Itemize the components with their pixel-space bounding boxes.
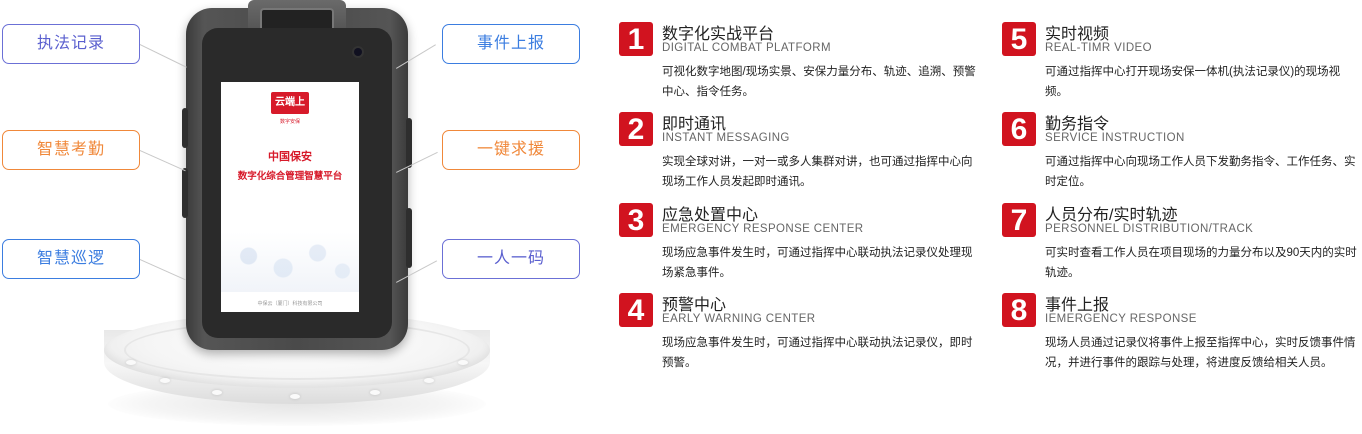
feature-item: 8 事件上报 IEMERGENCY RESPONSE 现场人员通过记录仪将事件上…	[1002, 293, 1362, 377]
connector-line	[139, 150, 186, 172]
feature-item: 1 数字化实战平台 DIGITAL COMBAT PLATFORM 可视化数字地…	[619, 22, 979, 106]
feature-title: 应急处置中心	[662, 207, 759, 224]
feature-title: 事件上报	[1045, 297, 1110, 314]
side-button	[406, 118, 412, 168]
feature-subtitle: SERVICE INSTRUCTION	[1045, 132, 1185, 144]
feature-subtitle: INSTANT MESSAGING	[662, 132, 790, 144]
side-button	[182, 108, 188, 148]
feature-title: 即时通讯	[662, 116, 727, 133]
connector-line	[139, 259, 186, 281]
feature-item: 7 人员分布/实时轨迹 PERSONNEL DISTRIBUTION/TRACK…	[1002, 203, 1362, 287]
pedestal-light	[290, 394, 300, 399]
feature-subtitle: DIGITAL COMBAT PLATFORM	[662, 42, 831, 54]
feature-item: 3 应急处置中心 EMERGENCY RESPONSE CENTER 现场应急事…	[619, 203, 979, 287]
pedestal-light	[126, 360, 136, 365]
tag-smart-attendance[interactable]: 智慧考勤	[2, 130, 140, 170]
feature-number: 5	[1002, 22, 1036, 56]
pedestal-light	[424, 378, 434, 383]
feature-description: 现场应急事件发生时，可通过指挥中心联动执法记录仪处理现场紧急事件。	[662, 247, 973, 279]
feature-subtitle: REAL-TIMR VIDEO	[1045, 42, 1152, 54]
screen-subtitle: 数字化综合管理智慧平台	[237, 171, 343, 182]
connector-line	[139, 44, 187, 68]
feature-description: 可通过指挥中心向现场工作人员下发勤务指令、工作任务、实时定位。	[1045, 156, 1356, 188]
tag-one-person-one-code[interactable]: 一人一码	[442, 239, 580, 279]
feature-item: 2 即时通讯 INSTANT MESSAGING 实现全球对讲，一对一或多人集群…	[619, 112, 979, 196]
side-button	[182, 168, 188, 218]
feature-title: 人员分布/实时轨迹	[1045, 207, 1178, 224]
feature-title: 实时视频	[1045, 26, 1110, 43]
feature-number: 8	[1002, 293, 1036, 327]
feature-number: 1	[619, 22, 653, 56]
pedestal-light	[458, 360, 468, 365]
feature-number: 4	[619, 293, 653, 327]
feature-number: 2	[619, 112, 653, 146]
pedestal-light	[160, 378, 170, 383]
feature-title: 数字化实战平台	[662, 26, 775, 43]
side-button	[406, 208, 412, 268]
feature-number: 7	[1002, 203, 1036, 237]
feature-title: 勤务指令	[1045, 116, 1110, 133]
device-screen: 云端上 数字安保 中国保安 数字化综合管理智慧平台 中保云（厦门）科技有限公司	[221, 82, 359, 312]
pedestal-light	[212, 390, 222, 395]
feature-number: 6	[1002, 112, 1036, 146]
pedestal-light	[370, 390, 380, 395]
feature-subtitle: EMERGENCY RESPONSE CENTER	[662, 223, 864, 235]
feature-subtitle: PERSONNEL DISTRIBUTION/TRACK	[1045, 223, 1254, 235]
device-illustration: 云端上 数字安保 中国保安 数字化综合管理智慧平台 中保云（厦门）科技有限公司 …	[0, 0, 600, 434]
feature-description: 现场应急事件发生时，可通过指挥中心联动执法记录仪，即时预警。	[662, 337, 973, 369]
feature-description: 现场人员通过记录仪将事件上报至指挥中心，实时反馈事件情况，并进行事件的跟踪与处理…	[1045, 337, 1356, 369]
feature-number: 3	[619, 203, 653, 237]
feature-description: 可视化数字地图/现场实景、安保力量分布、轨迹、追溯、预警中心、指令任务。	[662, 66, 976, 98]
feature-description: 可通过指挥中心打开现场安保一体机(执法记录仪)的现场视频。	[1045, 66, 1341, 98]
feature-item: 4 预警中心 EARLY WARNING CENTER 现场应急事件发生时，可通…	[619, 293, 979, 377]
screen-title: 中国保安	[268, 151, 312, 163]
tag-event-report[interactable]: 事件上报	[442, 24, 580, 64]
screen-footer: 中保云（厦门）科技有限公司	[257, 301, 323, 307]
feature-subtitle: IEMERGENCY RESPONSE	[1045, 313, 1197, 325]
feature-subtitle: EARLY WARNING CENTER	[662, 313, 816, 325]
app-logo-subtitle: 数字安保	[279, 119, 300, 125]
hexagon-pattern	[221, 232, 359, 292]
feature-description: 实现全球对讲，一对一或多人集群对讲，也可通过指挥中心向现场工作人员发起即时通讯。	[662, 156, 973, 188]
front-camera-icon	[354, 48, 362, 56]
app-logo: 云端上	[271, 92, 309, 114]
feature-title: 预警中心	[662, 297, 727, 314]
feature-description: 可实时查看工作人员在项目现场的力量分布以及90天内的实时轨迹。	[1045, 247, 1357, 279]
feature-item: 6 勤务指令 SERVICE INSTRUCTION 可通过指挥中心向现场工作人…	[1002, 112, 1362, 196]
tag-law-recording[interactable]: 执法记录	[2, 24, 140, 64]
tag-smart-patrol[interactable]: 智慧巡逻	[2, 239, 140, 279]
tag-one-key-help[interactable]: 一键求援	[442, 130, 580, 170]
feature-item: 5 实时视频 REAL-TIMR VIDEO 可通过指挥中心打开现场安保一体机(…	[1002, 22, 1362, 106]
